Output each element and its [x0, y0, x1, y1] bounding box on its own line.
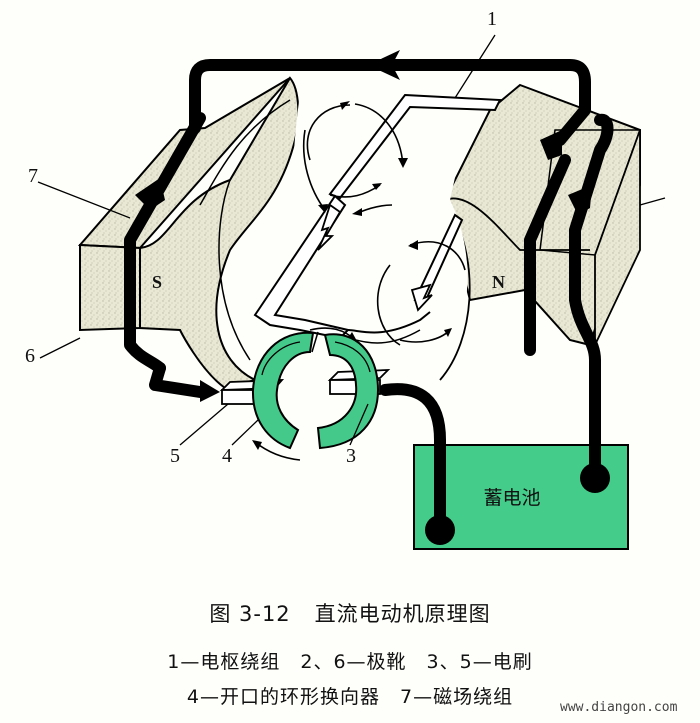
south-pole-magnet: [77, 76, 300, 390]
figure-caption: 图 3-12 直流电动机原理图: [0, 598, 700, 628]
figure-number: 图 3-12: [209, 602, 291, 626]
dc-motor-diagram: 1 7 6 5 4 3 S N: [25, 8, 666, 550]
field-winding-wires: [124, 59, 614, 531]
callout-leaders: [37, 34, 666, 446]
figure-title: 直流电动机原理图: [314, 602, 491, 626]
watermark: www.diangon.com: [560, 700, 678, 715]
battery-label: 蓄电池: [483, 487, 541, 509]
callout-1: 1: [487, 8, 497, 30]
callout-4: 4: [222, 445, 232, 467]
armature-winding: [253, 93, 502, 344]
commutator: [251, 331, 380, 450]
legend-line-2: 4—开口的环形换向器 7—磁场绕组: [186, 686, 514, 708]
south-pole-label: S: [152, 272, 163, 292]
north-pole-label: N: [492, 272, 505, 292]
field-arrowheads: [252, 101, 452, 450]
callout-6: 6: [25, 345, 35, 367]
current-arrows: [135, 50, 592, 402]
callout-7: 7: [28, 165, 38, 187]
callout-3: 3: [346, 445, 356, 467]
callout-5: 5: [170, 445, 180, 467]
legend-line-1: 1—电枢绕组 2、6—极靴 3、5—电刷: [167, 651, 533, 673]
